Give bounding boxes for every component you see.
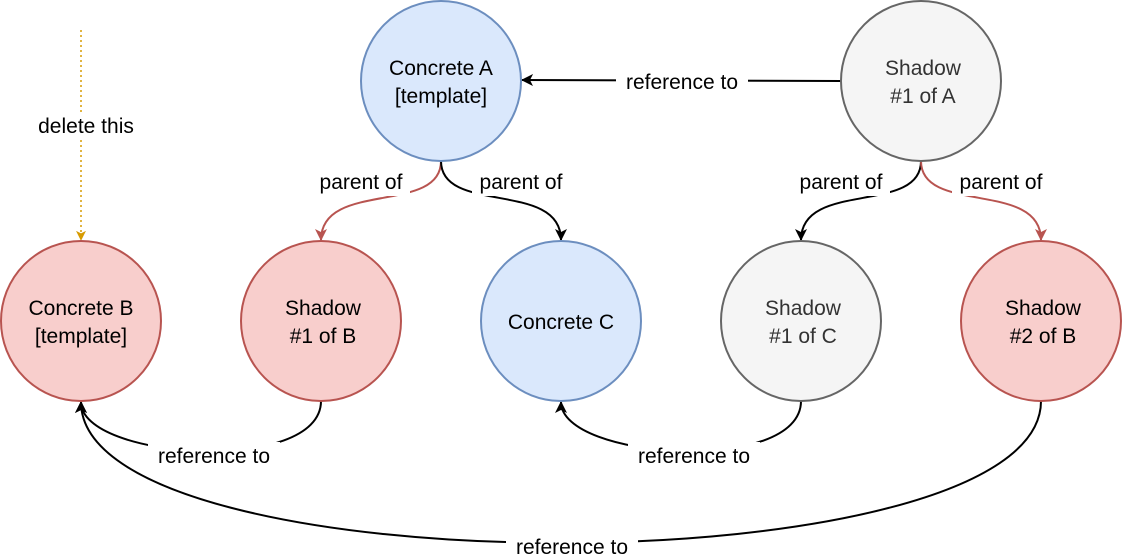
node-concrete-a-line1: Concrete A	[389, 57, 493, 80]
shadow2-b-reference-edge[interactable]	[75, 400, 1042, 544]
concrete-a-parent-shadow-b-edge[interactable]	[315, 160, 442, 241]
node-shadow1-c-line1: Shadow	[765, 297, 842, 320]
shadow-b-reference-label: reference to	[158, 445, 270, 468]
shadow-a-parent-shadow-c-edge[interactable]	[795, 160, 922, 241]
delete-this-label: delete this	[38, 115, 134, 138]
node-shadow1-b-line1: Shadow	[285, 297, 362, 320]
concrete-a-parent-concrete-c-label: parent of	[480, 171, 563, 194]
node-shadow1-b[interactable]: Shadow #1 of B	[240, 240, 402, 402]
node-shadow1-c-line2: #1 of C	[769, 325, 837, 348]
node-shadow1-a-line2: #1 of A	[890, 85, 955, 108]
shadow2-b-reference-label: reference to	[516, 536, 628, 559]
node-concrete-c[interactable]: Concrete C	[480, 240, 642, 402]
node-shadow1-c[interactable]: Shadow #1 of C	[720, 240, 882, 402]
concrete-a-parent-shadow-b-label: parent of	[320, 171, 403, 194]
node-concrete-b[interactable]: Concrete B [template]	[0, 240, 162, 402]
shadow-a-reference-label: reference to	[626, 71, 738, 94]
concrete-a-parent-concrete-c-edge[interactable]	[440, 160, 567, 241]
node-shadow2-b-line2: #2 of B	[1010, 325, 1077, 348]
shadow-a-parent-shadow-c-label: parent of	[800, 171, 883, 194]
node-concrete-b-line1: Concrete B	[28, 297, 133, 320]
node-shadow1-a[interactable]: Shadow #1 of A	[840, 0, 1002, 162]
shadow-c-reference-label: reference to	[638, 445, 750, 468]
node-concrete-c-line1: Concrete C	[508, 311, 614, 334]
node-shadow1-a-line1: Shadow	[885, 57, 962, 80]
node-concrete-b-line2: [template]	[35, 325, 127, 348]
node-concrete-a-line2: [template]	[395, 85, 487, 108]
shadow-a-parent-shadow2-b-label: parent of	[960, 171, 1043, 194]
node-shadow2-b[interactable]: Shadow #2 of B	[960, 240, 1122, 402]
node-shadow2-b-line1: Shadow	[1005, 297, 1082, 320]
shadow-a-parent-shadow2-b-edge[interactable]	[920, 160, 1047, 241]
node-concrete-a[interactable]: Concrete A [template]	[360, 0, 522, 162]
node-shadow1-b-line2: #1 of B	[290, 325, 357, 348]
